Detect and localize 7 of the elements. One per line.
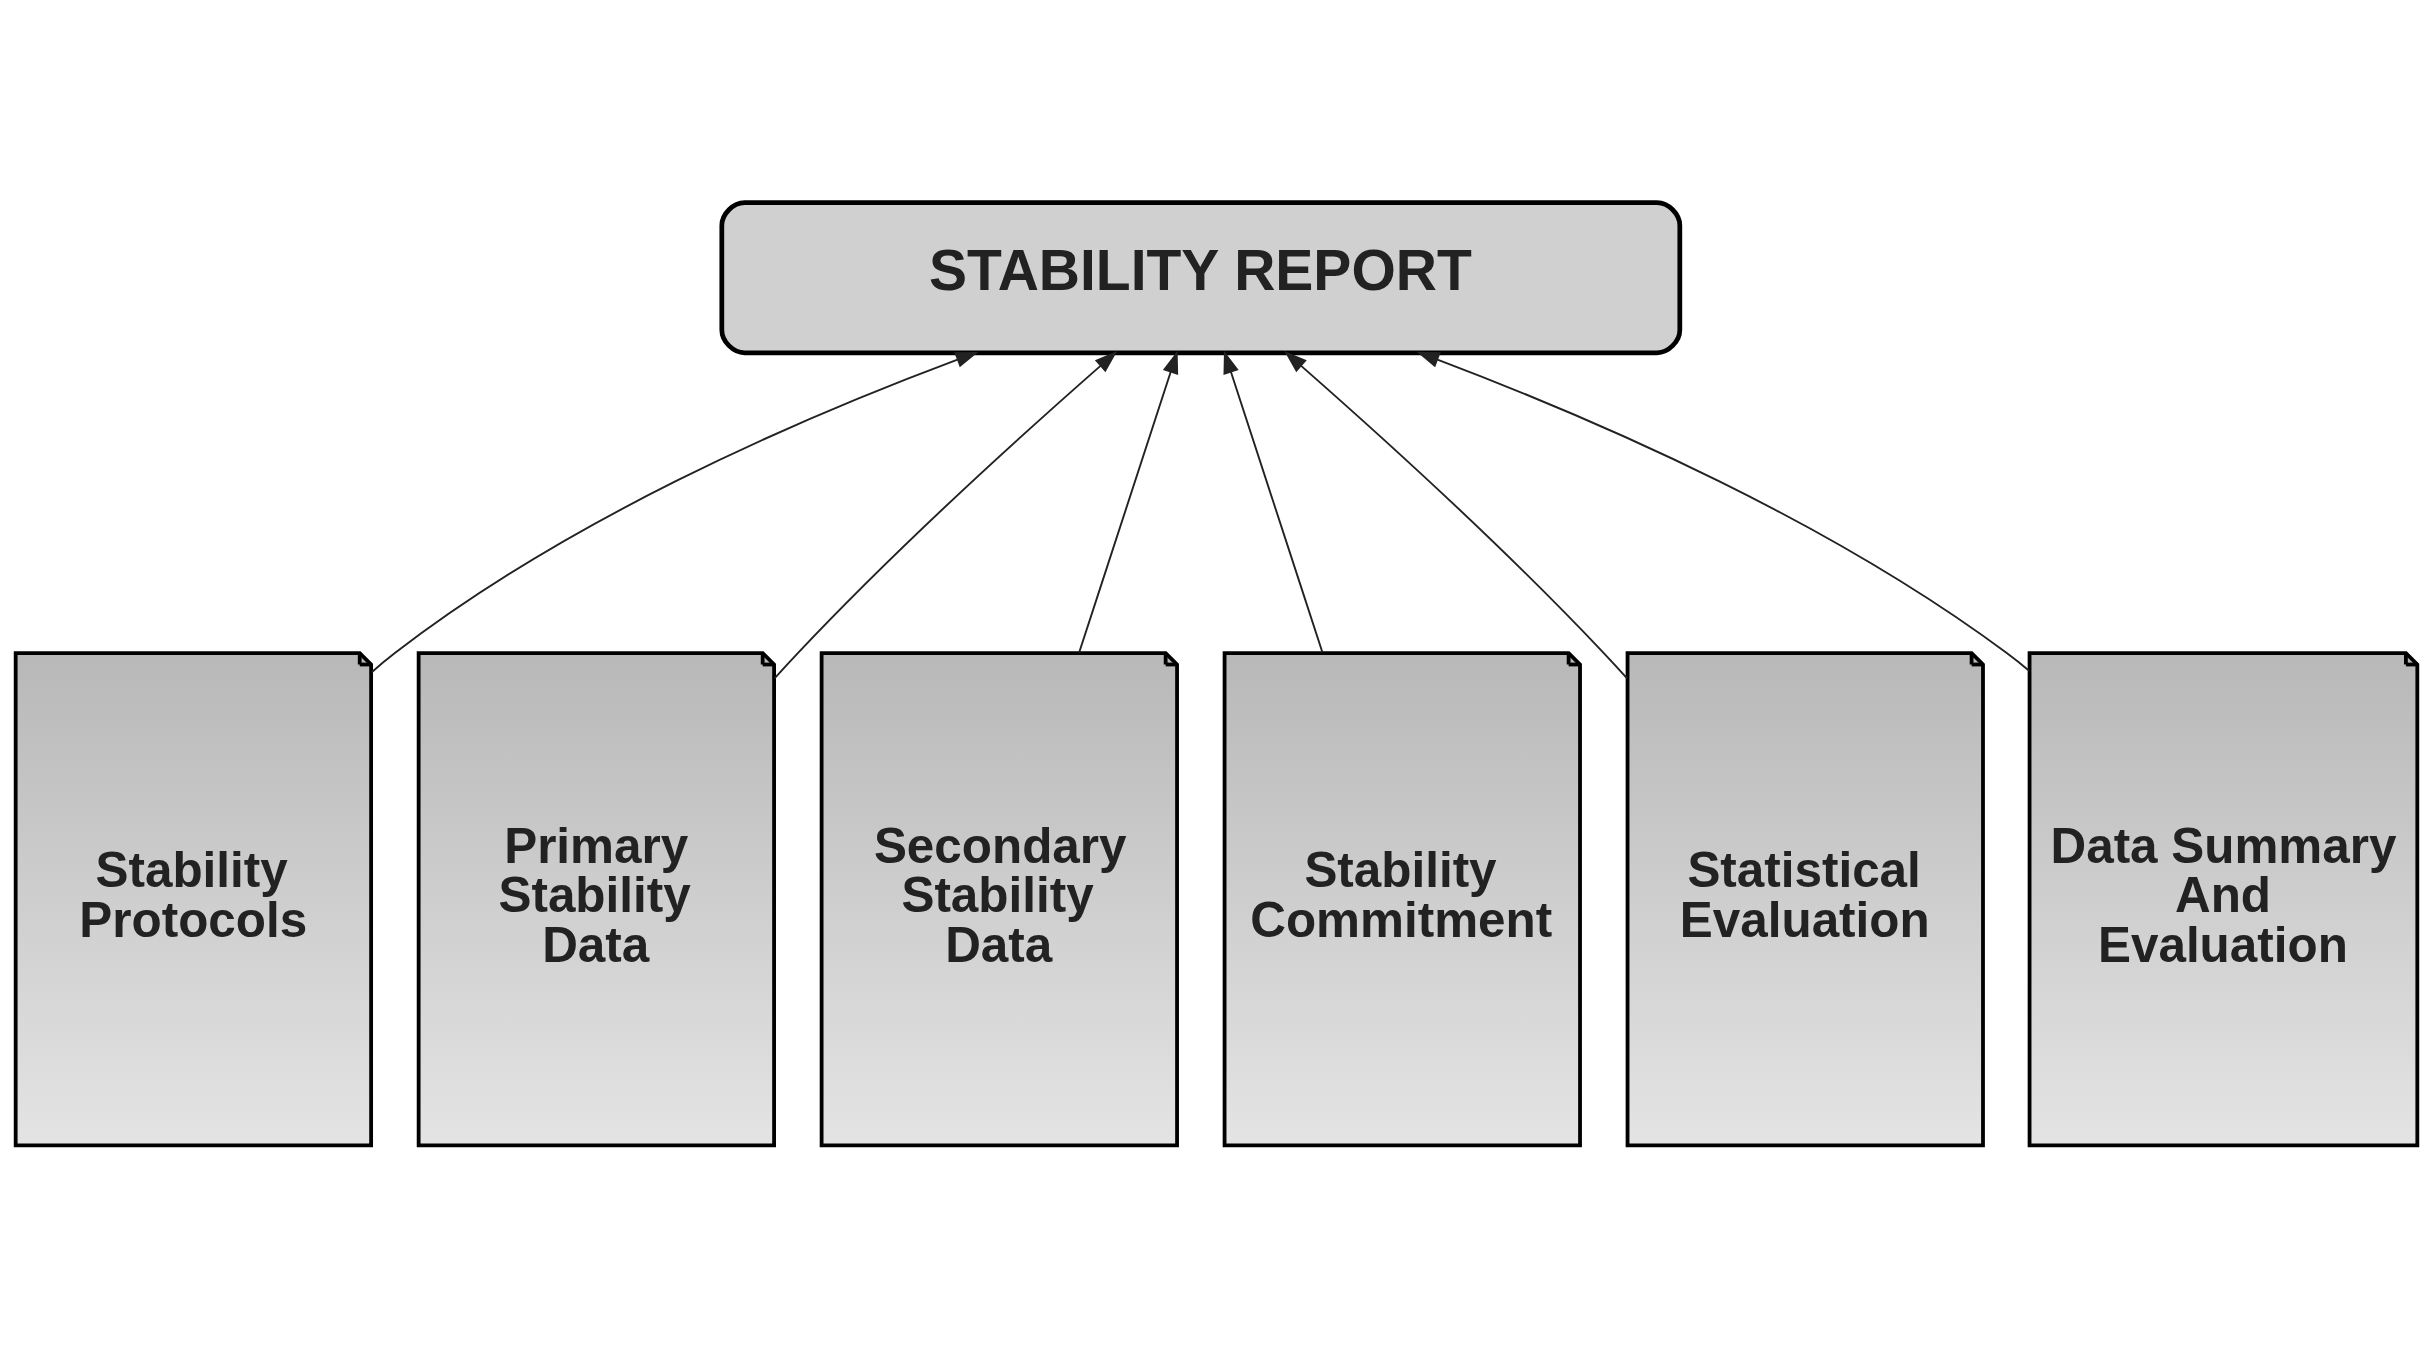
arrow <box>1078 350 1179 654</box>
arrow <box>1223 350 1324 654</box>
node-box: STABILITY REPORT <box>719 200 1683 356</box>
arrow <box>773 351 1118 680</box>
arrow <box>1284 351 1629 680</box>
arrow <box>370 351 979 674</box>
arrow <box>1416 351 2030 672</box>
